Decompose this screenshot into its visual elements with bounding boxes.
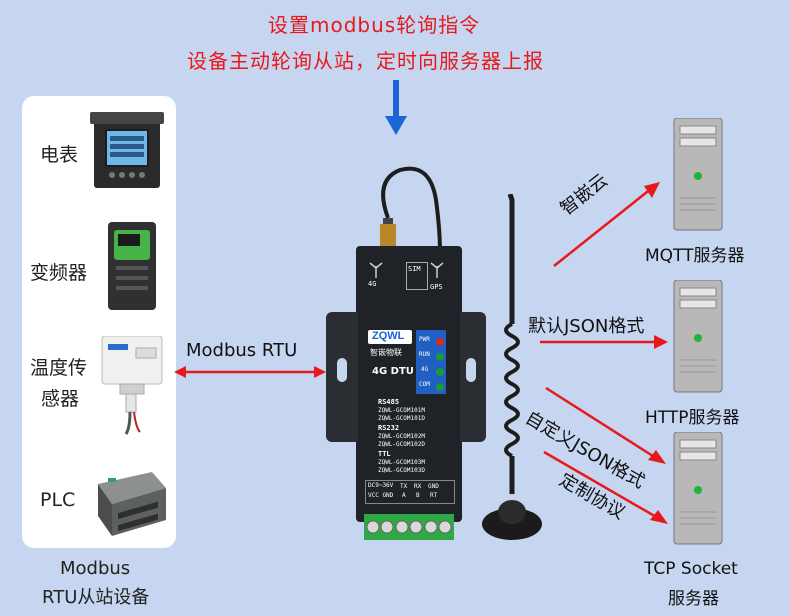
- bidirectional-arrow-icon: [174, 366, 326, 378]
- pin-a: A: [402, 492, 406, 499]
- plc-image: [98, 472, 166, 536]
- modbus-rtu-label: Modbus RTU: [186, 340, 298, 361]
- pin-rx: RX: [414, 483, 422, 490]
- temp-sensor-label-1: 温度传: [30, 357, 88, 379]
- mount-hole-right: [466, 358, 476, 382]
- led-4g-label: 4G: [421, 366, 429, 373]
- led-pwr: [436, 338, 444, 346]
- vcc-gnd-label: VCC GND: [368, 492, 394, 499]
- ant-4g-label: 4G: [368, 280, 377, 288]
- model-label: 4G DTU: [372, 366, 414, 377]
- server-mqtt-icon: [673, 118, 723, 231]
- server-mqtt-label: MQTT服务器: [645, 246, 745, 266]
- ttl-model-1: ZQWL-GCOM103M: [378, 459, 425, 466]
- slave-caption-2: RTU从站设备: [42, 587, 150, 608]
- pin-label-box: [365, 480, 455, 504]
- brand-logo: [368, 330, 412, 344]
- led-4g: [436, 368, 444, 376]
- route-arrows: [540, 182, 668, 524]
- rs485-title: RS485: [378, 398, 400, 406]
- server-tcp-icon: [673, 432, 723, 545]
- ttl-model-2: ZQWL-GCOM103D: [378, 467, 425, 474]
- meter-label: 电表: [40, 144, 79, 166]
- mount-hole-left: [337, 358, 347, 382]
- rs232-title: RS232: [378, 424, 400, 432]
- gps-label: GPS: [430, 283, 443, 291]
- meter-image: [90, 112, 164, 188]
- rs232-model-2: ZQWL-GCOM102D: [378, 441, 425, 448]
- antenna-4g-icon: [369, 262, 383, 278]
- led-com-label: COM: [419, 381, 430, 388]
- header-line-2: 设备主动轮询从站，定时向服务器上报: [187, 49, 544, 73]
- server-http-label: HTTP服务器: [645, 408, 740, 428]
- server-tcp-label-1: TCP Socket: [644, 559, 738, 579]
- temp-sensor-label-2: 感器: [41, 388, 80, 410]
- server-tcp-label-2: 服务器: [668, 589, 719, 609]
- brand-cn-label: 智嵌物联: [370, 348, 402, 357]
- led-run: [436, 353, 444, 361]
- slave-caption-1: Modbus: [60, 558, 131, 579]
- route-label-default-json: 默认JSON格式: [528, 316, 645, 337]
- terminal-block: [364, 514, 454, 540]
- down-arrow-icon: [385, 80, 407, 135]
- inverter-label: 变频器: [30, 262, 88, 284]
- temp-sensor-image: [101, 336, 163, 435]
- header-line-1: 设置modbus轮询指令: [268, 13, 481, 37]
- rs485-model-2: ZQWL-GCOM101D: [378, 415, 425, 422]
- inverter-image: [108, 222, 156, 310]
- suction-antenna: [482, 194, 542, 540]
- rs232-model-1: ZQWL-GCOM102M: [378, 433, 425, 440]
- led-run-label: RUN: [419, 351, 430, 358]
- sim-slot: [406, 262, 428, 290]
- ttl-title: TTL: [378, 450, 391, 458]
- gsm-antenna: [380, 166, 442, 253]
- power-label: DC9~36V: [368, 482, 394, 489]
- pin-gnd: GND: [428, 483, 439, 490]
- pin-tx: TX: [400, 483, 408, 490]
- led-pwr-label: PWR: [419, 336, 430, 343]
- pin-rt: RT: [430, 492, 438, 499]
- server-http-icon: [673, 280, 723, 393]
- brand-logo-text: ZQWL: [372, 330, 405, 342]
- sim-label: SIM: [408, 265, 421, 273]
- pin-b: B: [416, 492, 420, 499]
- led-com: [436, 383, 444, 391]
- antenna-gps-icon: [430, 262, 444, 278]
- plc-label: PLC: [40, 489, 76, 511]
- rs485-model-1: ZQWL-GCOM101M: [378, 407, 425, 414]
